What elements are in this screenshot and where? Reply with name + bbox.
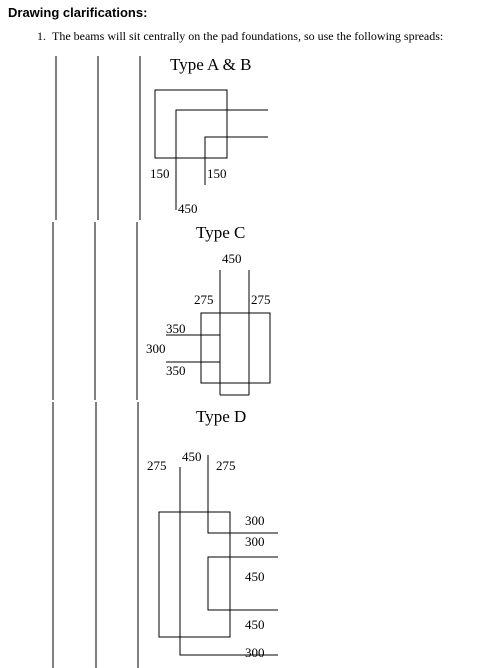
type-d-dim-top-right: 275	[216, 458, 236, 473]
page-heading: Drawing clarifications:	[8, 5, 148, 20]
type-ab-dim-left: 150	[150, 166, 170, 181]
type-ab-dim-bottom: 450	[178, 201, 198, 216]
list-text: The beams will sit centrally on the pad …	[52, 29, 444, 43]
type-d-title: Type D	[196, 407, 246, 426]
type-c-dim-lower: 350	[166, 363, 186, 378]
type-d-dim-right-3: 450	[245, 569, 265, 584]
type-ab-diagram: Type A & B 150 150 450	[150, 55, 268, 216]
type-c-dim-inner-left: 275	[194, 292, 214, 307]
type-ab-dim-right: 150	[207, 166, 227, 181]
type-c-dim-inner-right: 275	[251, 292, 271, 307]
type-d-dim-right-1: 300	[245, 513, 265, 528]
type-d-dim-top-mid: 450	[182, 449, 202, 464]
type-c-dim-upper: 350	[166, 321, 186, 336]
type-d-dim-top-left: 275	[147, 458, 167, 473]
type-d-dim-right-2: 300	[245, 534, 265, 549]
type-c-dim-middle: 300	[146, 341, 166, 356]
type-c-dim-top: 450	[222, 251, 242, 266]
type-c-diagram: Type C 450 275 275 350 300 350	[146, 223, 271, 396]
type-ab-title: Type A & B	[170, 55, 251, 74]
list-number: 1.	[37, 29, 46, 43]
type-c-title: Type C	[196, 223, 245, 242]
type-d-dim-right-5: 300	[245, 645, 265, 660]
type-d-diagram: Type D 275 450 275 300 300 450 450 300	[147, 407, 278, 660]
type-d-dim-right-4: 450	[245, 617, 265, 632]
clarification-item-1: 1. The beams will sit centrally on the pa…	[37, 29, 443, 44]
